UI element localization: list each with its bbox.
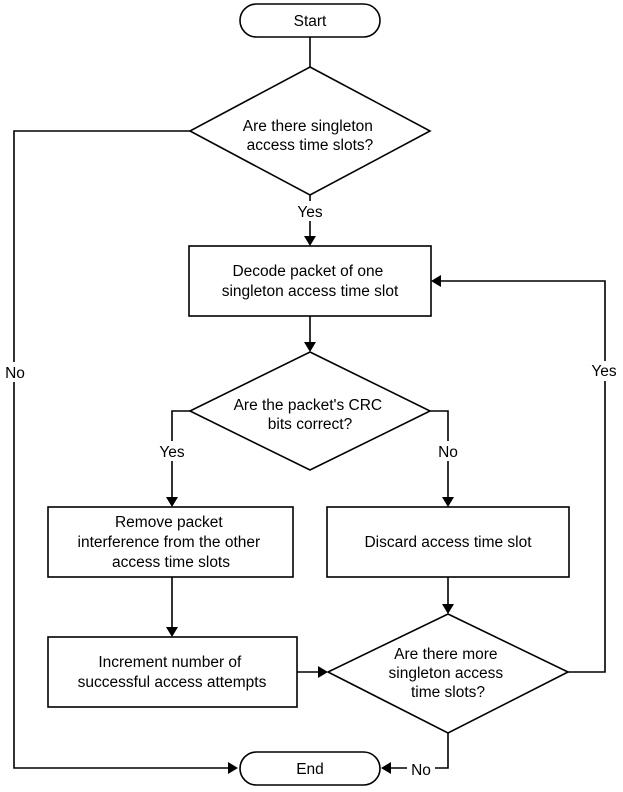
- edge-crc-yes: [171, 410, 190, 497]
- singleton-no-label: No: [5, 365, 25, 382]
- discard-label: Discard access time slot: [364, 534, 532, 551]
- crc-question-label: Are the packet's CRC bits correct?: [234, 397, 387, 433]
- more-no-label: No: [411, 762, 431, 779]
- decode-node: Decode packet of one singleton access ti…: [188, 245, 432, 317]
- crc-no-label: No: [438, 444, 458, 461]
- increment-box: [47, 636, 298, 708]
- start-terminator: [239, 3, 381, 38]
- singleton-question-diamond: [188, 66, 432, 196]
- singleton-question-line-1: Are there singleton: [243, 118, 373, 135]
- more-question-label: Are there more singleton access time slo…: [389, 646, 508, 701]
- label-background: [2, 362, 28, 382]
- more-yes-label: Yes: [591, 363, 617, 380]
- singleton-yes-label: Yes: [297, 204, 323, 221]
- start-node: Start: [239, 3, 381, 38]
- discard-node: Discard access time slot: [326, 506, 570, 578]
- remove-box: [47, 506, 294, 578]
- more-question-node: Are there more singleton access time slo…: [326, 613, 570, 734]
- label-background: [587, 361, 623, 381]
- increment-line-2: successful access attempts: [78, 674, 267, 691]
- arrowhead: [166, 627, 178, 637]
- remove-label: Remove packet interference from the othe…: [78, 514, 265, 571]
- singleton-question-node: Are there singleton access time slots?: [188, 66, 432, 196]
- arrowhead: [166, 497, 178, 507]
- remove-line-2: interference from the other: [78, 534, 261, 551]
- more-question-diamond: [326, 613, 570, 734]
- crc-question-line-2: bits correct?: [268, 416, 353, 433]
- more-question-line-1: Are there more: [394, 646, 497, 663]
- label-background: [407, 760, 435, 780]
- arrowhead: [304, 342, 316, 352]
- crc-question-node: Are the packet's CRC bits correct?: [188, 351, 432, 471]
- label-background: [154, 441, 190, 461]
- arrowhead: [431, 275, 441, 287]
- singleton-question-line-2: access time slots?: [247, 137, 374, 154]
- remove-line-3: access time slots: [112, 554, 230, 571]
- end-label: End: [296, 761, 324, 778]
- crc-question-line-1: Are the packet's CRC: [234, 397, 383, 414]
- increment-line-1: Increment number of: [98, 654, 242, 671]
- more-question-line-2: singleton access: [389, 665, 504, 682]
- edges: [13, 37, 606, 774]
- end-terminator: [239, 751, 381, 786]
- arrowhead: [381, 762, 391, 774]
- decode-label: Decode packet of one singleton access ti…: [222, 263, 399, 300]
- label-background: [435, 441, 461, 461]
- arrowhead: [442, 497, 454, 507]
- edge-more-yes: [441, 280, 606, 673]
- edge-singleton-no: [13, 130, 228, 769]
- label-background: [292, 201, 328, 221]
- decode-box: [188, 245, 432, 317]
- decode-line-1: Decode packet of one: [232, 263, 383, 280]
- remove-node: Remove packet interference from the othe…: [47, 506, 294, 578]
- increment-label: Increment number of successful access at…: [78, 654, 267, 691]
- start-label: Start: [294, 13, 327, 30]
- crc-question-diamond: [188, 351, 432, 471]
- arrowhead: [228, 762, 238, 774]
- more-question-line-3: time slots?: [411, 684, 485, 701]
- discard-box: [326, 506, 570, 578]
- increment-node: Increment number of successful access at…: [47, 636, 298, 708]
- end-node: End: [239, 751, 381, 786]
- arrowhead: [318, 666, 328, 678]
- decode-line-2: singleton access time slot: [222, 283, 399, 300]
- singleton-question-label: Are there singleton access time slots?: [243, 118, 377, 154]
- remove-line-1: Remove packet: [115, 514, 223, 531]
- arrowhead: [304, 236, 316, 246]
- edge-labels: Yes No Yes No Yes No: [2, 201, 623, 780]
- crc-yes-label: Yes: [159, 444, 185, 461]
- edge-crc-no: [430, 410, 449, 497]
- arrowhead: [442, 604, 454, 614]
